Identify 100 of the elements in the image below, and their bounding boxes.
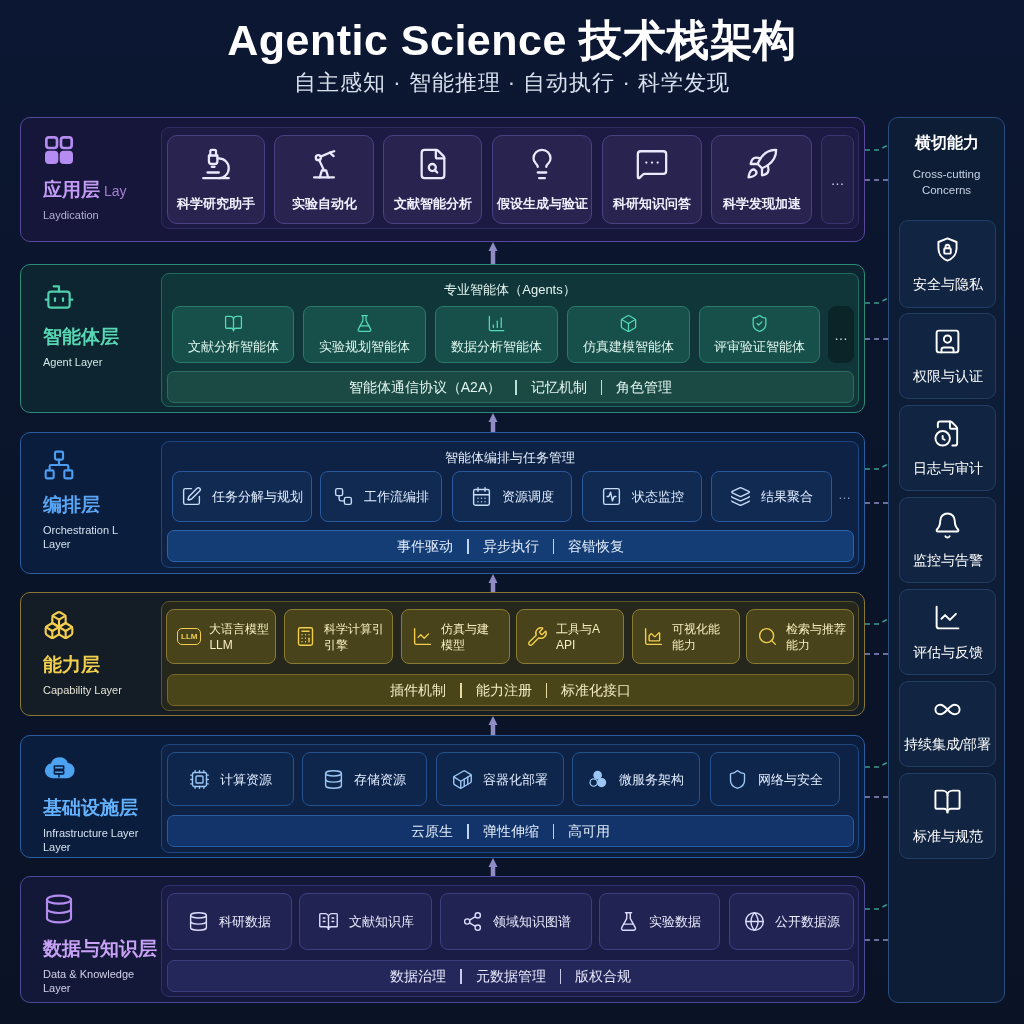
layer-title: 应用层 [43,178,100,202]
layer-subtitle: Laydication [43,208,100,222]
feature-card [167,752,294,806]
card-label: 状态监控 [631,488,684,505]
dashed-connector [864,761,889,768]
layer-title: 数据与知识层 [43,937,157,961]
card-label: 工作流编排 [364,488,429,505]
layer-title: 能力层 [43,653,100,677]
panel-subtitle: Cross-cutting Concerns [911,167,982,198]
layer-title: 智能体层 [43,325,119,349]
card-label: 科研知识问答 [613,195,691,212]
feature-card [299,893,432,950]
layer-subtitle: Capability Layer [43,683,123,697]
title: Agentic Science 技术栈架构 [227,15,797,66]
card-label: 监控与告警 [912,551,983,570]
panel-title: 横切能力 [914,133,979,153]
layer-panel [20,876,865,1003]
panel-heading: 专业智能体（Agents） [444,281,576,299]
bar-item: 异步执行 [482,537,539,555]
card-label: 标准与规范 [912,827,983,846]
card-label: 科学发现加速 [722,195,801,212]
card-label: 检索与推荐能力 [786,620,847,653]
feature-card [746,609,854,664]
arrow [488,858,498,876]
bar-item: 标准化接口 [561,681,631,699]
concern-card [899,405,996,491]
layer-subtitle: Agent Layer [43,355,104,369]
concern-card [899,497,996,583]
info-bar [167,815,854,847]
feature-card [599,893,720,950]
info-bar [167,960,854,992]
feature-card [284,609,393,664]
layer-panel [20,432,865,574]
feature-card [320,471,442,522]
card-label: 日志与审计 [912,459,983,478]
ellipsis-text: … [838,486,851,504]
feature-card [452,471,572,522]
dashed-connector [864,144,889,151]
dashed-connector [864,297,889,304]
concern-card [899,773,996,859]
card-label: 安全与隐私 [912,275,983,294]
layer-title: 编排层 [43,493,100,517]
bar-item: 角色管理 [616,378,673,396]
dashed-connector [864,502,889,504]
feature-card [167,135,265,224]
card-label: 容器化部署 [483,770,548,788]
agent-card [699,306,820,363]
layer-title: 基础设施层 [43,796,138,820]
card-label: 数据分析智能体 [451,339,542,355]
feature-card [436,752,564,806]
bar-item: 元数据管理 [475,967,546,985]
panel-heading: 智能体编排与任务管理 [445,449,575,467]
card-label: 结果聚合 [761,488,813,505]
feature-card [401,609,510,664]
bar-item: 云原生 [411,822,453,840]
agent-card [303,306,426,363]
ellipsis-text: … [830,170,845,189]
feature-card [172,471,312,522]
card-label: 存储资源 [354,770,406,788]
inner-panel [161,885,859,997]
bar-item: 数据治理 [390,967,446,985]
card-label: 持续集成/部署 [903,735,992,754]
arrow [488,242,498,264]
card-label: 科研数据 [219,913,271,930]
feature-card [167,893,292,950]
card-label: 文献智能分析 [393,195,472,212]
feature-card [166,609,276,664]
dashed-connector [864,939,889,941]
info-bar [167,371,854,403]
arrow [488,574,498,592]
model-tag: LLM [177,628,202,645]
agent-card [172,306,294,363]
card-label: 科学计算引引擎 [324,620,385,653]
inner-panel [161,441,859,568]
concern-card [899,220,996,308]
card-label: 大语言模型 LLM [209,620,271,653]
card-label: 权限与认证 [912,367,983,386]
bar-item: 版权合规 [575,967,631,985]
layer-panel [20,117,865,242]
card-label: 科学研究助手 [177,195,255,212]
agent-card [435,306,558,363]
feature-card [516,609,624,664]
info-bar [167,530,854,562]
feature-card [602,135,702,224]
dashed-connector [864,338,889,340]
dashed-connector [864,179,889,181]
feature-card [710,752,840,806]
subtitle: 自主感知 · 智能推理 · 自动执行 · 科学发现 [294,69,730,97]
concern-card [899,313,996,399]
concern-card [899,589,996,675]
card-label: 实验数据 [649,913,701,930]
feature-card [383,135,482,224]
feature-card [711,471,832,522]
inner-panel [161,127,859,229]
agent-card [567,306,690,363]
feature-card [729,893,854,950]
dashed-connector [864,463,889,470]
dashed-connector [864,796,889,798]
feature-card [302,752,427,806]
feature-card [582,471,702,522]
